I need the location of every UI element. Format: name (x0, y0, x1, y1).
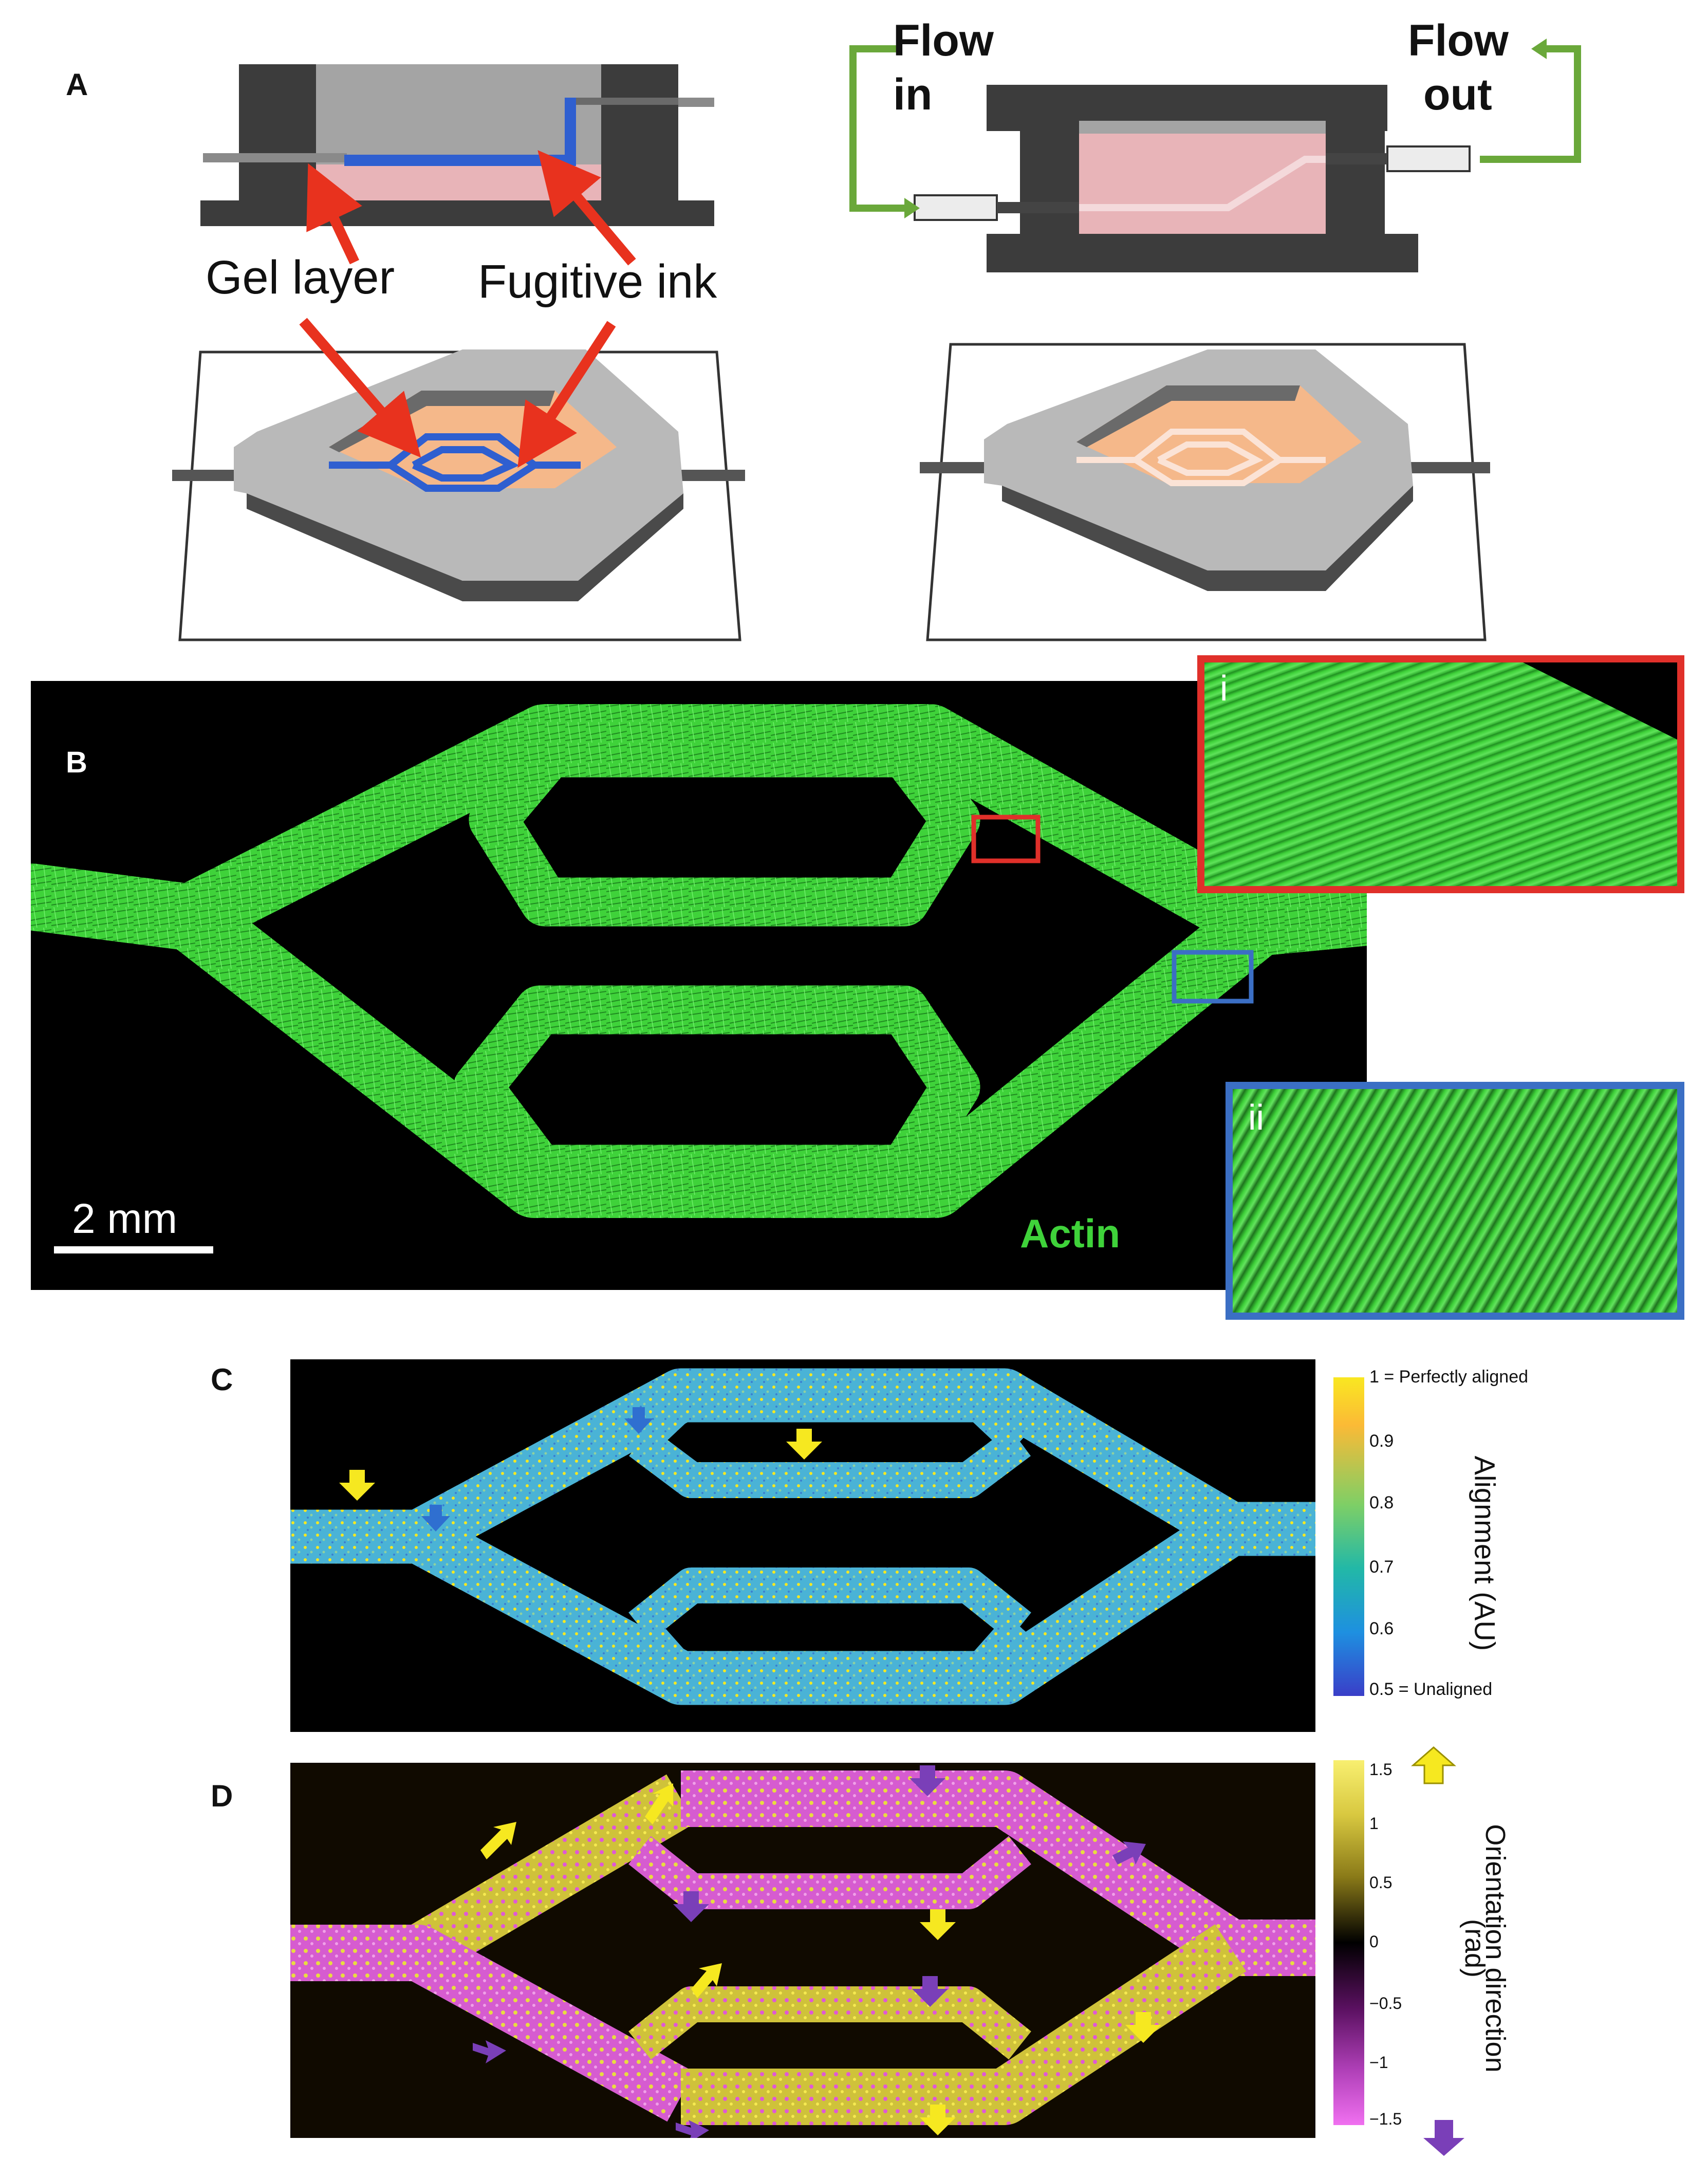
inset-ii-label: ii (1248, 1097, 1265, 1137)
scale-bar-label: 2 mm (72, 1195, 177, 1242)
panel-a-letter: A (66, 67, 88, 102)
flow-in-arrow (849, 45, 912, 212)
inset-i: i (1197, 655, 1684, 893)
alignment-tick-08: 0.8 (1369, 1493, 1394, 1512)
orientation-tick-minus-1-5: −1.5 (1369, 2110, 1402, 2128)
fugitive-ink-arrow (537, 150, 636, 266)
fugitive-ink-label: Fugitive ink (478, 255, 717, 308)
orientation-tick-minus-0-5: −0.5 (1369, 1994, 1402, 2013)
flow-in-label-line1: Flow (893, 16, 994, 65)
orientation-colorbar-title-line2: (rad) (1459, 1918, 1490, 1978)
orientation-down-arrow-icon (1423, 2120, 1464, 2156)
actin-image (31, 681, 1367, 1290)
actin-label: Actin (1020, 1211, 1120, 1256)
mold-cross-section-right (914, 85, 1471, 272)
alignment-colorbar (1333, 1377, 1364, 1696)
flow-out-label-line1: Flow (1408, 16, 1509, 65)
gel-layer-arrow (306, 163, 362, 265)
alignment-tick-09: 0.9 (1369, 1431, 1394, 1451)
panel-a-diagram (172, 39, 1581, 641)
orientation-tick-minus-1: −1 (1369, 2053, 1388, 2072)
orientation-tick-1-5: 1.5 (1369, 1760, 1393, 1779)
alignment-tick-1: 1 = Perfectly aligned (1369, 1367, 1529, 1387)
flow-in-label-line2: in (893, 70, 933, 119)
panel-b-letter: B (66, 746, 87, 779)
alignment-tick-05: 0.5 = Unaligned (1369, 1680, 1493, 1699)
panel-d-letter: D (211, 1779, 233, 1813)
mold-3d-left (172, 349, 745, 641)
mold-cross-section-left (200, 64, 714, 226)
flow-out-arrow (1480, 45, 1581, 163)
alignment-colorbar-title: Alignment (AU) (1469, 1455, 1501, 1651)
inset-ii: ii (1226, 1082, 1684, 1320)
panel-c-letter: C (211, 1362, 233, 1397)
flow-out-label-line2: out (1423, 70, 1492, 119)
orientation-colorbar (1333, 1760, 1364, 2125)
orientation-tick-0: 0 (1369, 1932, 1379, 1951)
inset-i-label: i (1220, 668, 1228, 708)
orientation-map (290, 1763, 1315, 2138)
gel-layer-label: Gel layer (206, 251, 395, 304)
alignment-map (290, 1359, 1315, 1732)
orientation-tick-0-5: 0.5 (1369, 1873, 1393, 1892)
orientation-up-arrow-icon (1411, 1746, 1456, 1784)
alignment-tick-07: 0.7 (1369, 1557, 1394, 1577)
orientation-tick-1: 1 (1369, 1814, 1379, 1833)
mold-3d-right (920, 343, 1490, 641)
alignment-tick-06: 0.6 (1369, 1619, 1394, 1638)
